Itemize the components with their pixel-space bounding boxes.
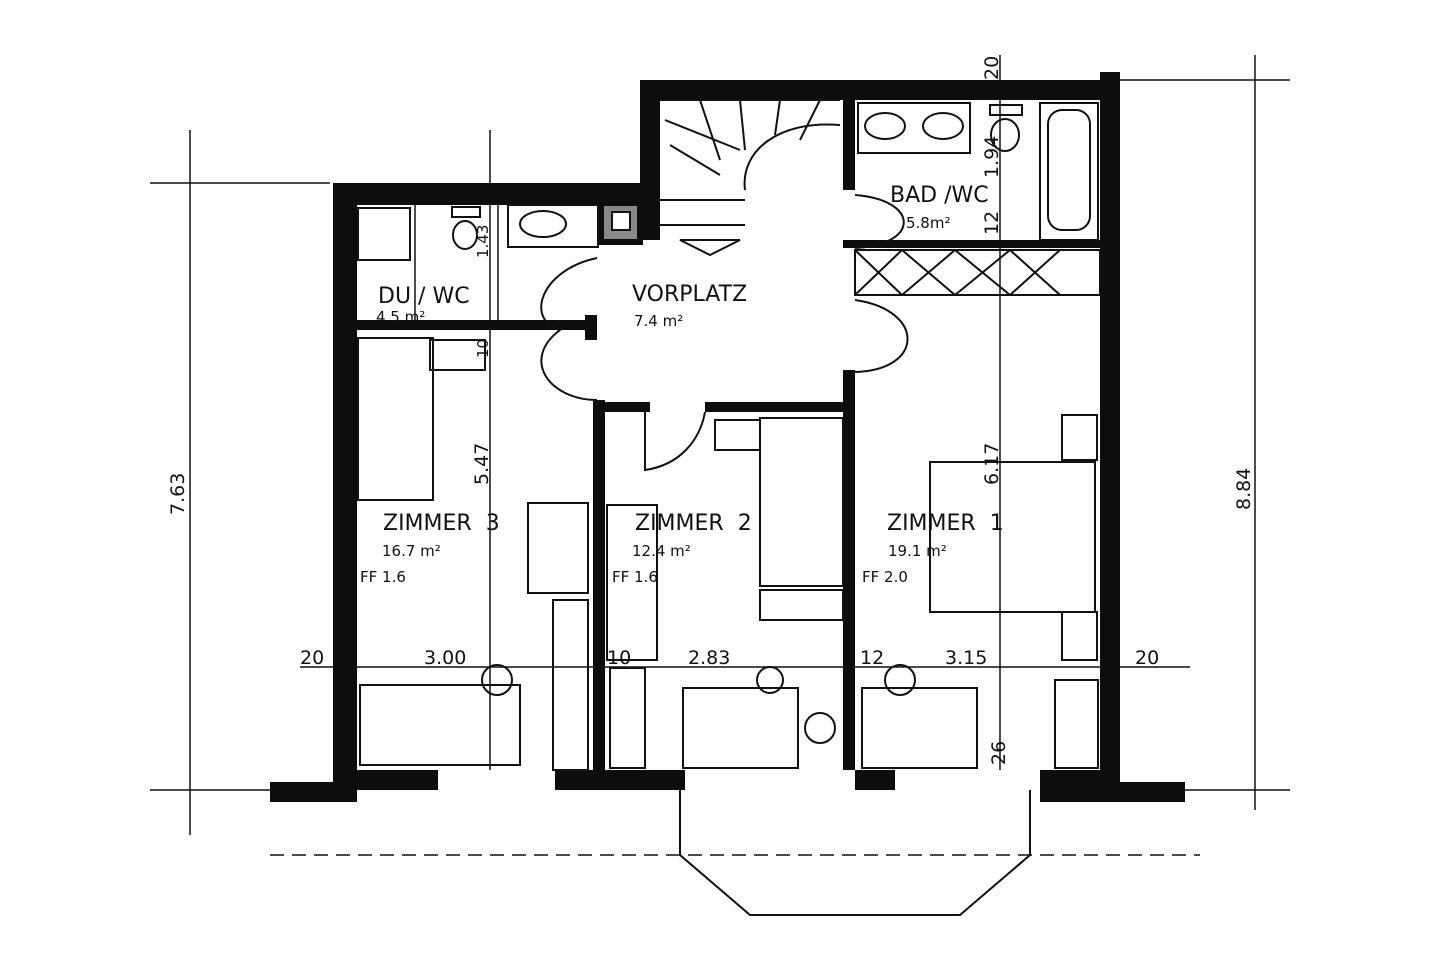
room-area-zimmer1: 19.1 m² xyxy=(888,542,947,560)
dim-bad-wall-12: 12 xyxy=(981,211,1003,235)
dim-bad-depth: 1.94 xyxy=(981,136,1003,178)
dim-zimmer2-width: 2.83 xyxy=(688,647,730,669)
room-area-zimmer2: 12.4 m² xyxy=(632,542,691,560)
room-name-zimmer1: ZIMMER 1 xyxy=(887,511,1004,536)
dim-left-height: 7.63 xyxy=(167,473,189,515)
dim-zimmer3-width: 3.00 xyxy=(424,647,466,669)
room-ff-zimmer3: FF 1.6 xyxy=(360,568,406,586)
room-name-zimmer2: ZIMMER 2 xyxy=(635,511,752,536)
room-area-du-wc: 4.5 m² xyxy=(376,308,425,326)
room-ff-zimmer1: FF 2.0 xyxy=(862,568,908,586)
room-name-vorplatz: VORPLATZ xyxy=(632,282,747,307)
dim-bottom-wall-26: 26 xyxy=(988,741,1010,765)
room-area-zimmer3: 16.7 m² xyxy=(382,542,441,560)
dim-zimmer1-width: 3.15 xyxy=(945,647,987,669)
dim-du-wc-depth: 1.43 xyxy=(474,225,492,258)
balcony xyxy=(679,790,1031,916)
dim-zimmer1-depth: 6.17 xyxy=(981,443,1003,485)
dim-outer-right-20: 20 xyxy=(1135,647,1159,669)
room-area-vorplatz: 7.4 m² xyxy=(634,312,683,330)
dim-wall-10: 10 xyxy=(474,339,492,358)
dim-wall-left-z1: 12 xyxy=(860,647,884,669)
room-name-zimmer3: ZIMMER 3 xyxy=(383,511,500,536)
room-name-bad-wc: BAD /WC xyxy=(890,183,989,208)
room-name-du-wc: DU / WC xyxy=(378,284,470,309)
dim-wall-left-z2: 10 xyxy=(607,647,631,669)
dim-top-wall-20: 20 xyxy=(981,56,1003,80)
room-ff-zimmer2: FF 1.6 xyxy=(612,568,658,586)
fixtures xyxy=(357,99,1101,771)
dim-zimmer3-depth: 5.47 xyxy=(471,443,493,485)
dim-outer-left-20: 20 xyxy=(300,647,324,669)
dim-right-height: 8.84 xyxy=(1233,468,1255,510)
room-area-bad-wc: 5.8m² xyxy=(906,214,950,232)
